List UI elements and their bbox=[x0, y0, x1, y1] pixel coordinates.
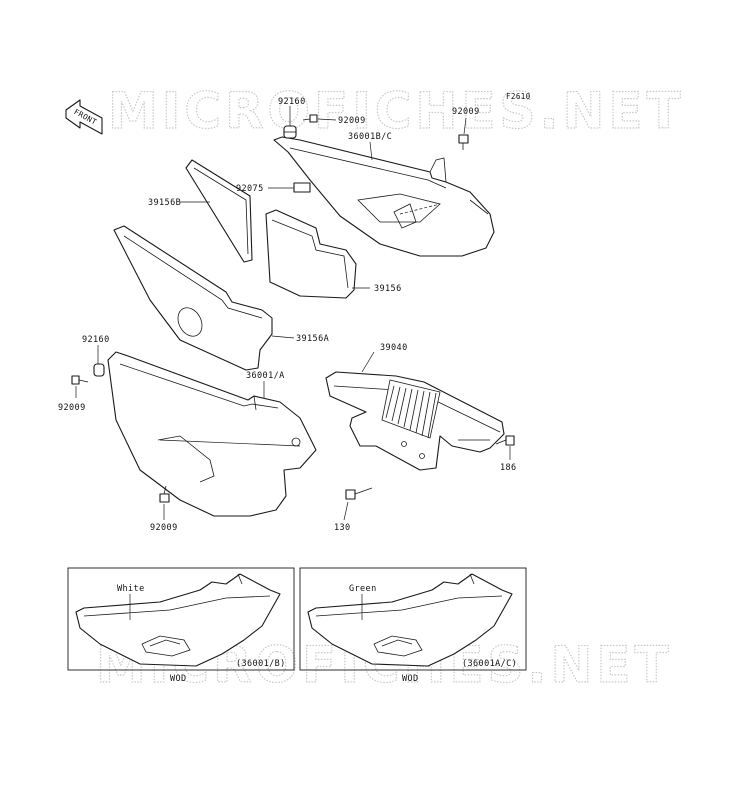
figure-code: F2610 bbox=[506, 92, 531, 101]
label-92009-top-mid: 92009 bbox=[338, 116, 366, 126]
label-39156a: 39156A bbox=[296, 334, 329, 344]
watermark-top: MICROFICHES.NET bbox=[108, 82, 685, 140]
variant-code-green: (36001A/C) bbox=[462, 659, 517, 669]
grommet-92160-left bbox=[93, 363, 105, 377]
bolt-92009-bottom bbox=[159, 485, 170, 503]
variant-box-white: White (36001/B) WOD bbox=[67, 567, 295, 684]
variant-color-green: Green bbox=[349, 584, 377, 594]
label-92009-bottom: 92009 bbox=[150, 523, 178, 533]
label-186: 186 bbox=[500, 463, 517, 473]
panel-39156b bbox=[185, 159, 253, 263]
label-92075: 92075 bbox=[236, 184, 264, 194]
label-39156b: 39156B bbox=[148, 198, 181, 208]
variant-code-white: (36001/B) bbox=[236, 659, 286, 669]
label-130: 130 bbox=[334, 523, 351, 533]
label-92160-left: 92160 bbox=[82, 335, 110, 345]
bolt-186 bbox=[495, 435, 515, 446]
leader-lines bbox=[75, 106, 511, 521]
bolt-92009-left bbox=[71, 375, 89, 385]
front-arrow-icon: FRONT bbox=[65, 99, 103, 135]
label-92009-left: 92009 bbox=[58, 403, 86, 413]
bolt-92009-top-right bbox=[458, 134, 469, 150]
variant-footer-green: WOD bbox=[402, 674, 419, 684]
panel-39156 bbox=[265, 209, 357, 299]
label-36001bc: 36001B/C bbox=[348, 132, 392, 142]
side-cover-lower bbox=[107, 351, 317, 517]
label-36001a: 36001/A bbox=[246, 371, 285, 381]
label-92009-top-right: 92009 bbox=[452, 107, 480, 117]
bolt-92009-top-mid bbox=[302, 114, 318, 123]
variant-footer-white: WOD bbox=[170, 674, 187, 684]
variant-box-green: Green (36001A/C) WOD bbox=[299, 567, 527, 684]
label-92160-top: 92160 bbox=[278, 97, 306, 107]
label-39156: 39156 bbox=[374, 284, 402, 294]
side-cover-upper bbox=[273, 136, 495, 257]
label-39040: 39040 bbox=[380, 343, 408, 353]
duct-39040 bbox=[325, 371, 505, 471]
variant-color-white: White bbox=[117, 584, 145, 594]
bolt-130 bbox=[345, 487, 373, 500]
grommet-92160-top bbox=[283, 125, 297, 139]
pad-92075 bbox=[293, 182, 311, 193]
panel-39156a bbox=[113, 225, 273, 371]
